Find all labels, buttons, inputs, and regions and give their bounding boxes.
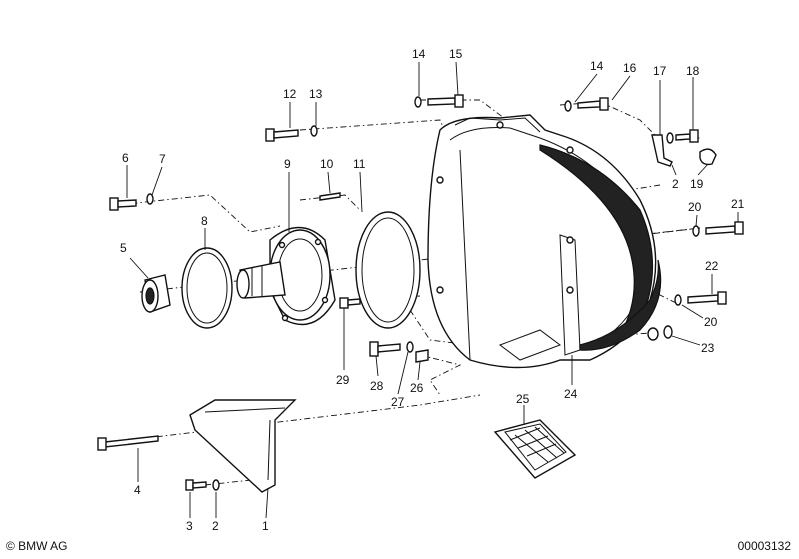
document-number: 00003132 [737,539,791,553]
o-ring-8 [181,247,233,329]
callout-20-upper: 20 [688,200,702,214]
callout-16: 16 [623,61,637,75]
callout-7: 7 [159,152,166,166]
copyright-text: © BMW AG [6,539,68,553]
callout-1: 1 [262,519,269,533]
callout-13: 13 [309,87,323,101]
callout-11: 11 [353,157,366,171]
callout-3: 3 [186,519,193,533]
shaft-seal-5 [141,274,171,313]
callout-8: 8 [201,214,208,228]
callout-9: 9 [284,157,291,171]
callout-27: 27 [391,395,405,409]
callout-29: 29 [336,373,350,387]
callout-2-lower: 2 [212,519,219,533]
callout-17: 17 [653,64,667,78]
callout-2-upper: 2 [672,177,679,191]
inspection-cover-25 [493,419,577,479]
callout-5: 5 [120,241,127,255]
callout-22: 22 [705,259,719,273]
fasteners [97,94,744,491]
callout-26: 26 [410,381,424,395]
callout-14-right: 14 [590,59,604,73]
callout-labels: 1 2 3 4 5 6 7 8 9 10 11 12 13 14 15 14 1… [120,47,745,533]
callout-4: 4 [134,483,141,497]
callout-23: 23 [701,341,715,355]
callout-19: 19 [690,177,704,191]
callout-10: 10 [320,157,334,171]
bell-housing [427,114,662,369]
callout-12: 12 [283,87,297,101]
callout-18: 18 [686,64,700,78]
callout-6: 6 [122,151,129,165]
callout-20-lower: 20 [704,315,718,329]
gasket-11 [355,211,421,329]
callout-15: 15 [449,47,463,61]
leader-lines [126,61,739,519]
callout-14-left: 14 [412,47,426,61]
callout-25: 25 [516,392,530,406]
callout-24: 24 [564,387,578,401]
callout-21: 21 [731,197,745,211]
front-cover-9 [236,226,336,326]
callout-28: 28 [370,379,384,393]
lower-cover-1 [189,399,297,493]
